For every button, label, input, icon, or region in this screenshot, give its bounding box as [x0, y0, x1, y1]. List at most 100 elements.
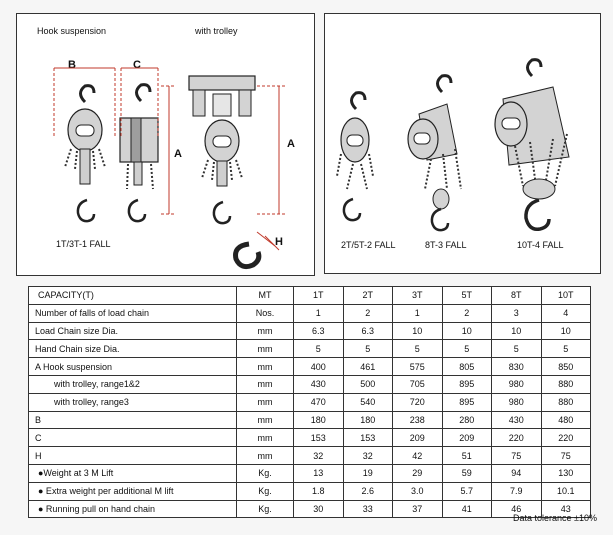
- row-value: 32: [342, 446, 393, 465]
- dimension-a-label-right: A: [287, 138, 295, 150]
- row-value: 13: [293, 463, 344, 483]
- row-value: 5: [293, 339, 344, 359]
- row-value: 59: [441, 463, 492, 483]
- row-value: 6.3: [293, 321, 344, 341]
- row-value: 2: [441, 303, 492, 323]
- row-unit: mm: [236, 428, 294, 448]
- row-value: 2: [342, 303, 393, 323]
- row-value: 5.7: [441, 481, 492, 501]
- row-value: 153: [342, 428, 393, 448]
- capacity-5t-header: 5T: [441, 286, 492, 305]
- row-value: 10: [392, 321, 443, 341]
- dimension-b-label: B: [68, 59, 76, 71]
- row-label: ● Extra weight per additional M lift: [28, 481, 237, 501]
- row-unit: mm: [236, 339, 294, 359]
- row-value: 180: [293, 410, 344, 430]
- row-unit: mm: [236, 446, 294, 465]
- row-value: 75: [540, 446, 591, 465]
- row-value: 209: [392, 428, 443, 448]
- row-value: 238: [392, 410, 443, 430]
- row-value: 805: [441, 357, 492, 376]
- row-value: 980: [491, 374, 542, 394]
- row-value: 470: [293, 392, 344, 412]
- row-label: H: [28, 446, 237, 465]
- row-value: 43: [540, 499, 591, 519]
- capacity-10t-header: 10T: [540, 286, 591, 305]
- row-value: 5: [441, 339, 492, 359]
- row-value: 10: [540, 321, 591, 341]
- row-value: 51: [441, 446, 492, 465]
- row-unit: Kg.: [236, 481, 294, 501]
- row-label: A Hook suspension: [28, 357, 237, 376]
- row-unit: mm: [236, 374, 294, 394]
- row-value: 830: [491, 357, 542, 376]
- row-value: 1: [293, 303, 344, 323]
- row-value: 5: [392, 339, 443, 359]
- capacity-header: CAPACITY(T): [28, 286, 237, 305]
- row-value: 94: [491, 463, 542, 483]
- unit-header: MT: [236, 286, 294, 305]
- four-fall-label: 10T-4 FALL: [517, 240, 564, 250]
- row-value: 720: [392, 392, 443, 412]
- row-value: 220: [540, 428, 591, 448]
- row-value: 1.8: [293, 481, 344, 501]
- row-unit: mm: [236, 357, 294, 376]
- row-value: 19: [342, 463, 393, 483]
- row-value: 220: [491, 428, 542, 448]
- row-value: 895: [441, 374, 492, 394]
- row-label: with trolley, range3: [28, 392, 237, 412]
- row-value: 400: [293, 357, 344, 376]
- row-value: 29: [392, 463, 443, 483]
- row-value: 705: [392, 374, 443, 394]
- two-fall-label: 2T/5T-2 FALL: [341, 240, 396, 250]
- row-value: 280: [441, 410, 492, 430]
- row-value: 4: [540, 303, 591, 323]
- dimension-lines: [53, 67, 285, 215]
- row-unit: Nos.: [236, 303, 294, 323]
- single-fall-label: 1T/3T-1 FALL: [56, 239, 111, 249]
- row-value: 130: [540, 463, 591, 483]
- hoist-2-fall-drawing: [336, 91, 374, 222]
- row-value: 3.0: [392, 481, 443, 501]
- hoist-4-fall-drawing: [494, 58, 570, 232]
- dimension-h-label: H: [275, 236, 283, 248]
- hoist-3-fall-drawing: [407, 74, 462, 232]
- chain-hoist-drawings-right: [336, 58, 570, 232]
- row-value: 480: [540, 410, 591, 430]
- row-value: 540: [342, 392, 393, 412]
- row-value: 30: [293, 499, 344, 519]
- row-value: 7.9: [491, 481, 542, 501]
- row-value: 880: [540, 374, 591, 394]
- row-value: 6.3: [342, 321, 393, 341]
- capacity-1t-header: 1T: [293, 286, 344, 305]
- row-value: 1: [392, 303, 443, 323]
- capacity-2t-header: 2T: [342, 286, 393, 305]
- row-value: 10: [491, 321, 542, 341]
- capacity-3t-header: 3T: [392, 286, 443, 305]
- row-value: 41: [441, 499, 492, 519]
- row-value: 980: [491, 392, 542, 412]
- row-value: 10: [441, 321, 492, 341]
- row-unit: Kg.: [236, 499, 294, 519]
- three-fall-label: 8T-3 FALL: [425, 240, 467, 250]
- row-label: B: [28, 410, 237, 430]
- specification-table: CAPACITY(T) MT 1T 2T 3T 5T 8T 10T Number…: [28, 286, 591, 519]
- table-header-row: CAPACITY(T) MT 1T 2T 3T 5T 8T 10T: [28, 286, 591, 305]
- data-tolerance-note: Data tolerance ±10%: [513, 513, 597, 523]
- hoist-2-side-drawing: [119, 83, 159, 223]
- row-label: ● Running pull on hand chain: [28, 499, 237, 519]
- row-value: 500: [342, 374, 393, 394]
- row-unit: mm: [236, 410, 294, 430]
- row-value: 75: [491, 446, 542, 465]
- capacity-8t-header: 8T: [491, 286, 542, 305]
- row-value: 5: [540, 339, 591, 359]
- row-value: 430: [491, 410, 542, 430]
